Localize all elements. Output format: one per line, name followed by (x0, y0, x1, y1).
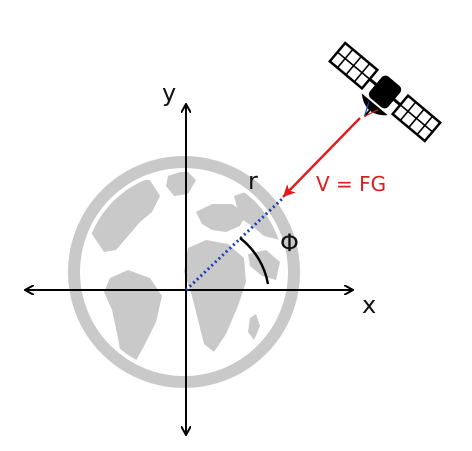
x-axis-label: x (362, 291, 376, 319)
radius-label: r (248, 167, 258, 195)
gravity-vector-arrow (282, 117, 361, 198)
y-axis-label: y (162, 79, 176, 107)
vector-label: V = FG (316, 172, 386, 196)
angle-arc (239, 237, 270, 285)
angle-label: Φ (280, 229, 299, 257)
satellite-icon (328, 41, 442, 143)
earth-globe-icon (68, 156, 300, 388)
radius-line (184, 196, 285, 292)
